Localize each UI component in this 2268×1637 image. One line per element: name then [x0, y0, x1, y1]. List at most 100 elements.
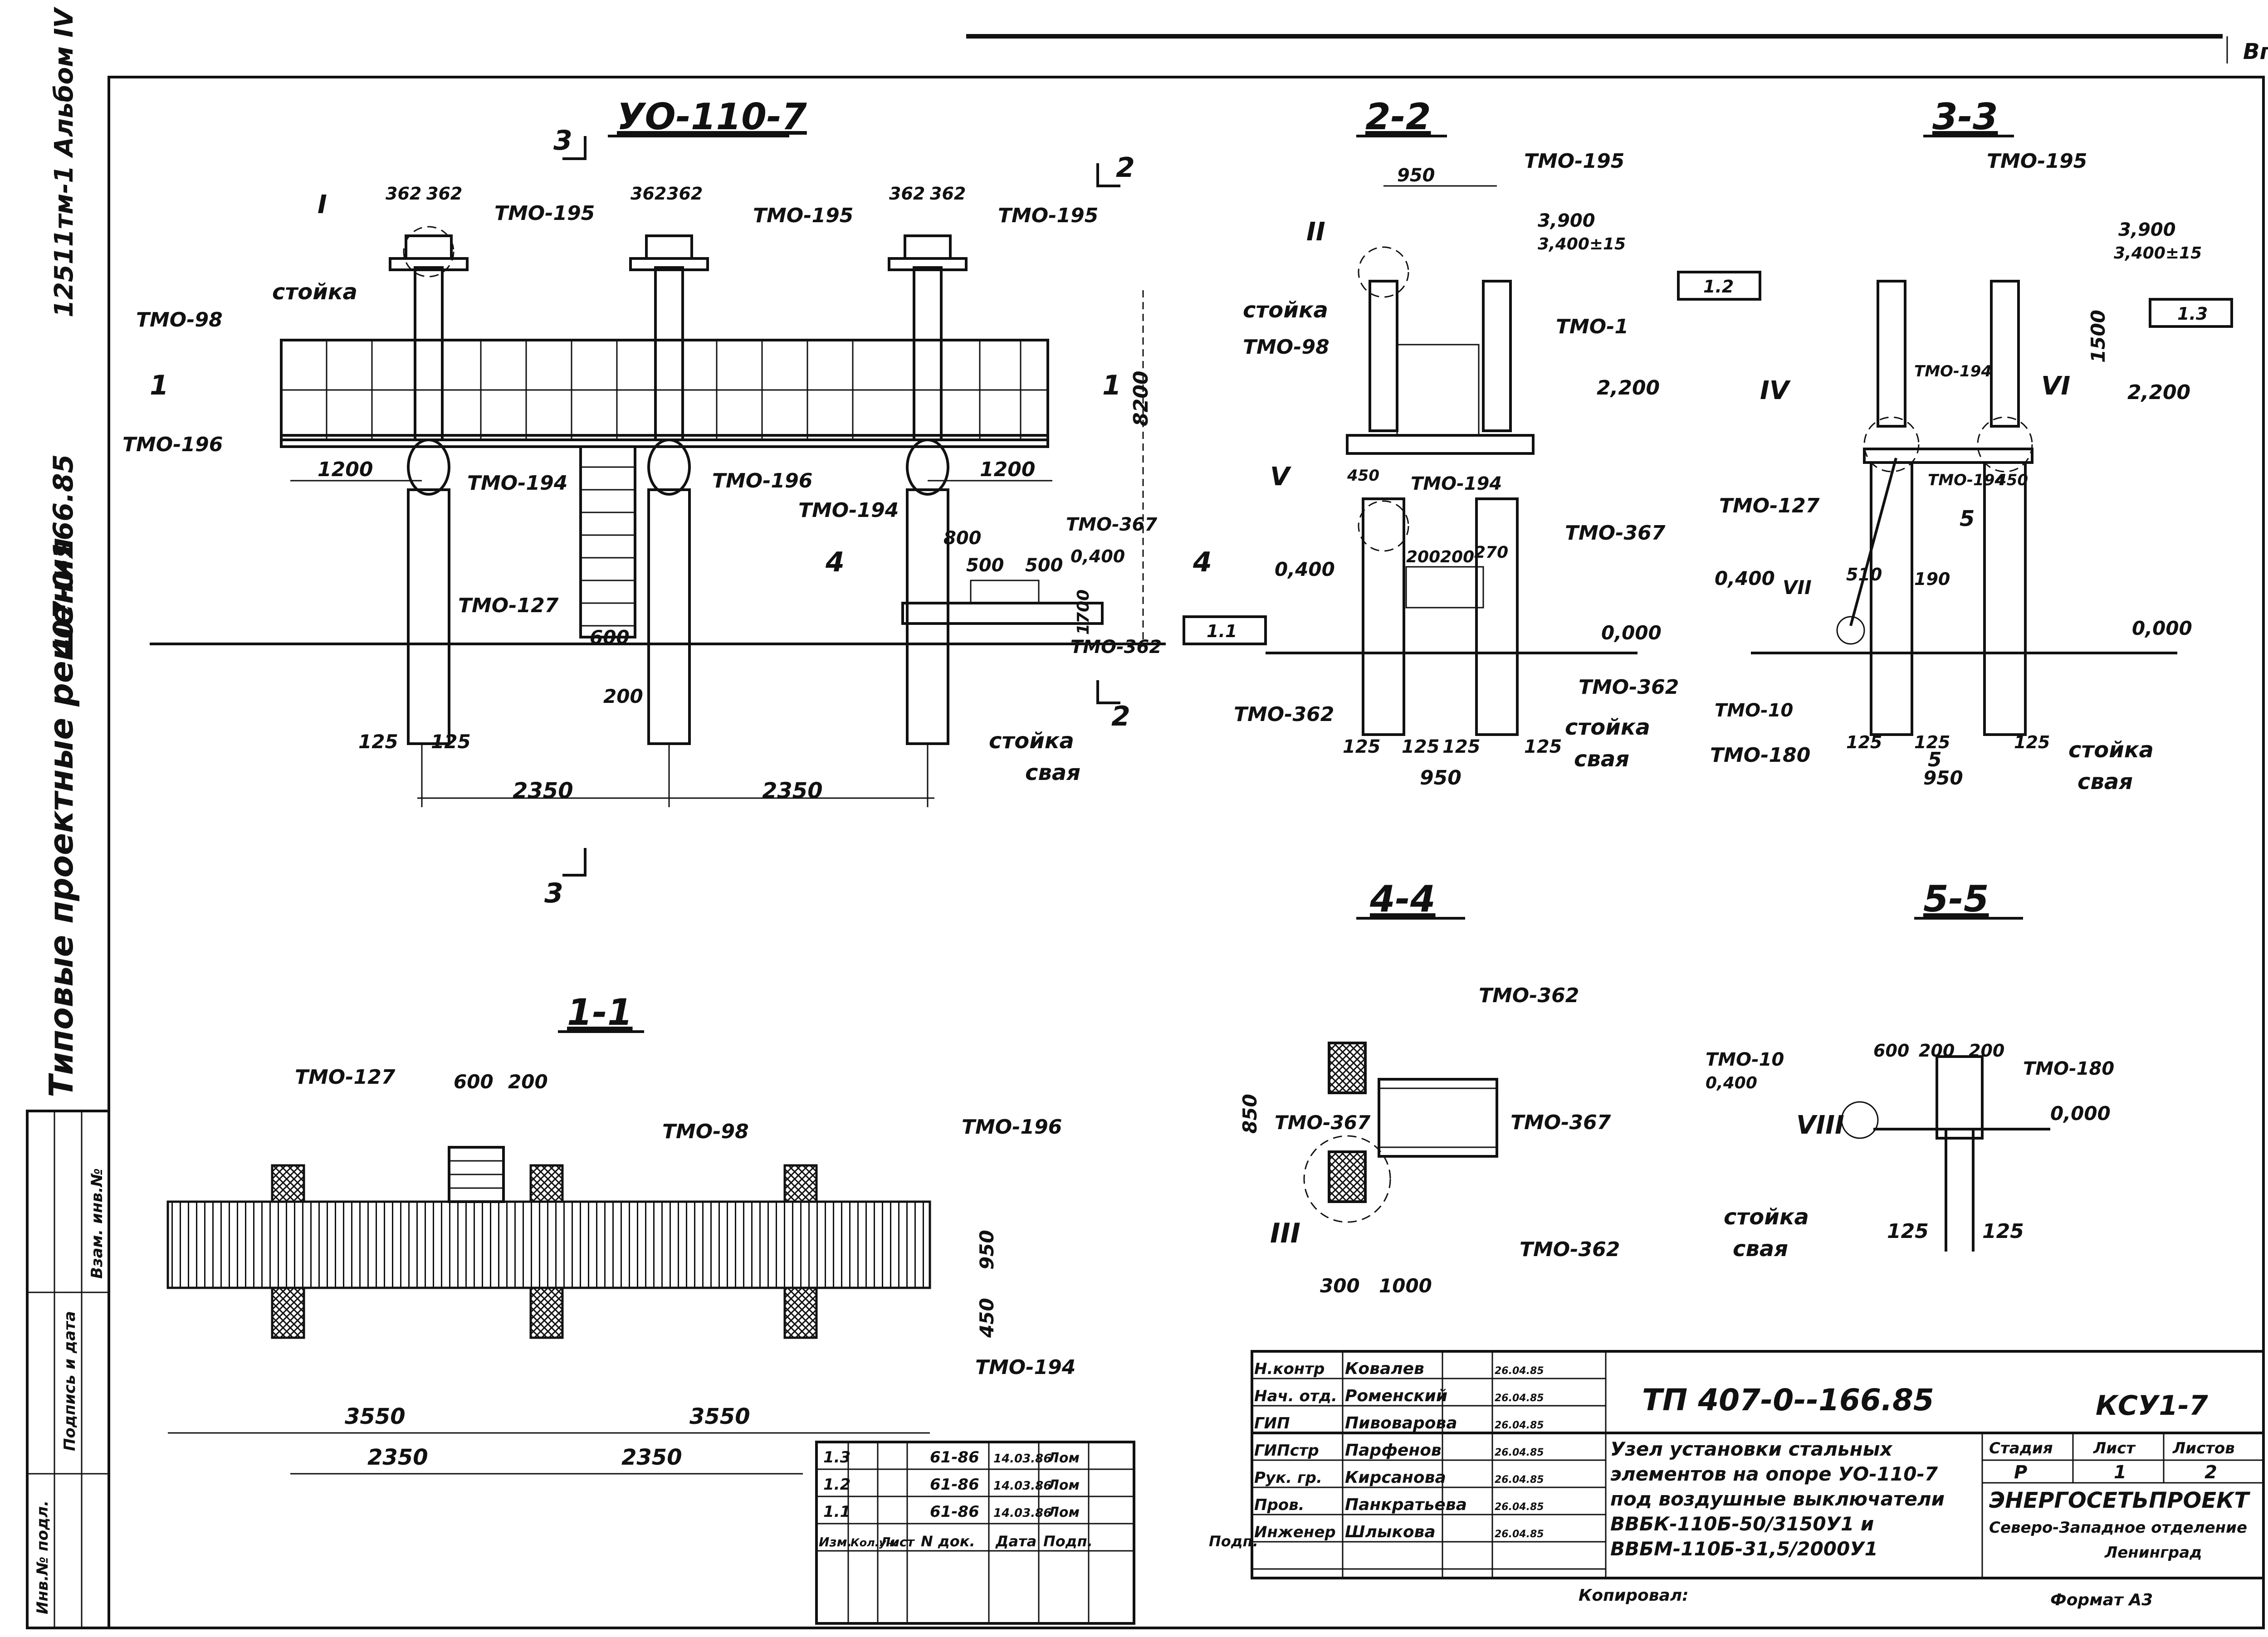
dim-11-7: 2350 [621, 1445, 682, 1470]
corner-label: Вг [2243, 39, 2268, 64]
dim-22-8: 270 [1474, 543, 1508, 562]
lbl-main-13: свая [1025, 760, 1080, 785]
tb-sheet: 1 [2114, 1462, 2126, 1483]
platform-railing [280, 339, 1049, 448]
lbl-22-8: стойка [1565, 715, 1650, 740]
side-strip-2: Подпись и дата [61, 1311, 79, 1451]
tb-role-1: Нач. отд. [1254, 1387, 1337, 1405]
dim-33-11: 125 [2014, 732, 2050, 752]
lbl-55-0: ТМО-10 [1706, 1049, 1784, 1070]
dim-33-1: 3,400±15 [2114, 244, 2202, 263]
lbl-55-2: стойка [1724, 1204, 1809, 1230]
lbl-22-6: ТМО-362 [1234, 703, 1334, 726]
view-section-3-3: 3-3 ТМО-195 ТМО-194 ТМО-194 ТМО-127 ТМО-… [1710, 96, 2233, 794]
tb-branch: Северо-Западное отделение [1989, 1519, 2247, 1537]
node-VII: VII [1783, 576, 1812, 599]
dim-main-0: 362 [386, 184, 421, 204]
view-title-1-1: 1-1 [567, 991, 633, 1033]
lbl-33-3: ТМО-127 [1719, 494, 1820, 517]
column-right [888, 234, 968, 745]
lbl-44-0: ТМО-362 [1479, 984, 1579, 1007]
tb-format: Формат А3 [2050, 1591, 2153, 1609]
column-middle [629, 234, 709, 745]
tb-desc-1: элементов на опоре УО-110-7 [1610, 1463, 1938, 1485]
tb-role-5: Пров. [1254, 1496, 1305, 1514]
rev-row-2-doc: 61-86 [930, 1503, 979, 1521]
lbl-22-5: ТМО-367 [1565, 521, 1666, 545]
dim-11-2: 950 [976, 1230, 998, 1270]
lbl-main-12: стойка [989, 728, 1074, 754]
lbl-11-3: ТМО-194 [975, 1356, 1075, 1379]
dim-main-2: 362 [631, 184, 666, 204]
dim-33-9: 125 [1846, 732, 1882, 752]
lbl-main-11: ТМО-362 [1070, 637, 1162, 658]
dim-main-4: 362 [889, 184, 925, 204]
cut-1-left: 1 [150, 370, 169, 401]
dim-33-12: 950 [1923, 767, 1963, 789]
lbl-11-2: ТМО-196 [962, 1116, 1062, 1139]
dim-main-16: 125 [358, 731, 398, 753]
node-III: III [1270, 1218, 1300, 1249]
tb-name-6: Шлыкова [1345, 1523, 1436, 1541]
rev-row-1-izm: 1.2 [823, 1476, 850, 1494]
lbl-22-9: свая [1574, 746, 1629, 772]
node-IV: IV [1760, 376, 1791, 405]
dim-main-19: 2350 [762, 778, 823, 804]
node-VIII: VIII [1796, 1111, 1844, 1140]
tb-date-1: 26.04.85 [1495, 1393, 1544, 1404]
dim-22-4: 450 [1347, 467, 1379, 485]
node-V: V [1270, 462, 1292, 492]
view-title-main: УО-110-7 [617, 96, 807, 138]
dim-main-8: 600 [590, 626, 630, 648]
dim-22-9: 0,000 [1601, 622, 1662, 644]
lbl-main-3: стойка [272, 279, 357, 305]
node-VI: VI [2041, 371, 2070, 401]
dim-33-5: 0,400 [1715, 567, 1775, 590]
rev-row-0-sign: Лом [1047, 1450, 1080, 1466]
dim-11-0: 600 [454, 1071, 494, 1093]
dim-22-6: 200 [1406, 548, 1440, 566]
dim-22-10: 125 [1343, 736, 1381, 757]
dim-33-3: 2,200 [2127, 381, 2190, 404]
tb-date-0: 26.04.85 [1495, 1365, 1544, 1377]
lbl-11-0: ТМО-127 [295, 1066, 396, 1089]
tb-sheets: 2 [2204, 1462, 2217, 1483]
side-title: Типовые проектные решения [42, 538, 80, 1097]
dim-33-10: 125 [1914, 732, 1950, 752]
dim-55-6: 125 [1982, 1220, 2024, 1243]
album-label: 12511тм-1 Альбом IV [49, 6, 79, 317]
dim-33-8: 0,000 [2132, 617, 2192, 639]
dim-55-0: 600 [1873, 1041, 1909, 1061]
view-title-4-4: 4-4 [1369, 878, 1436, 920]
lbl-22-7: ТМО-362 [1579, 676, 1679, 699]
cut-3-bottom: 3 [544, 877, 563, 909]
lbl-22-3: ТМО-98 [1243, 336, 1330, 359]
dim-33-2: 1500 [2087, 310, 2109, 363]
dim-44-0: 850 [1239, 1094, 1261, 1134]
dim-main-9: 200 [603, 685, 643, 707]
rev-row-1-date: 14.03.86 [993, 1479, 1051, 1493]
tb-role-6: Инженер [1254, 1523, 1336, 1541]
dim-main-7: 1200 [980, 458, 1035, 481]
rev-row-2-izm: 1.1 [823, 1503, 850, 1521]
album-code: 407-0-166.85 [48, 454, 79, 658]
dim-22-3: 2,200 [1597, 376, 1660, 400]
tb-sheets-head: Листов [2172, 1439, 2235, 1457]
rev-head-2: Лист [880, 1535, 915, 1549]
lbl-main-9: ТМО-127 [458, 594, 559, 617]
rev-row-2-sign: Лом [1047, 1505, 1080, 1520]
dim-main-1: 362 [426, 184, 462, 204]
dim-33-14: 5 [1928, 748, 1942, 771]
lbl-33-6: стойка [2068, 737, 2154, 763]
rev-head-3: N док. [921, 1533, 975, 1550]
tb-date-2: 26.04.85 [1495, 1420, 1544, 1431]
dim-44-1: 300 [1320, 1275, 1360, 1297]
lbl-main-2: ТМО-195 [998, 204, 1098, 227]
dim-44-2: 1000 [1379, 1275, 1432, 1297]
dim-55-1: 200 [1919, 1041, 1955, 1061]
view-section-5-5: 5-5 ТМО-10 ТМО-180 стойка свая 600 200 2… [1706, 878, 2114, 1262]
rev-head-0: Изм. [819, 1535, 852, 1549]
side-strip-3: Взам. инв.№ [88, 1168, 106, 1279]
tb-name-5: Панкратьева [1345, 1496, 1467, 1514]
